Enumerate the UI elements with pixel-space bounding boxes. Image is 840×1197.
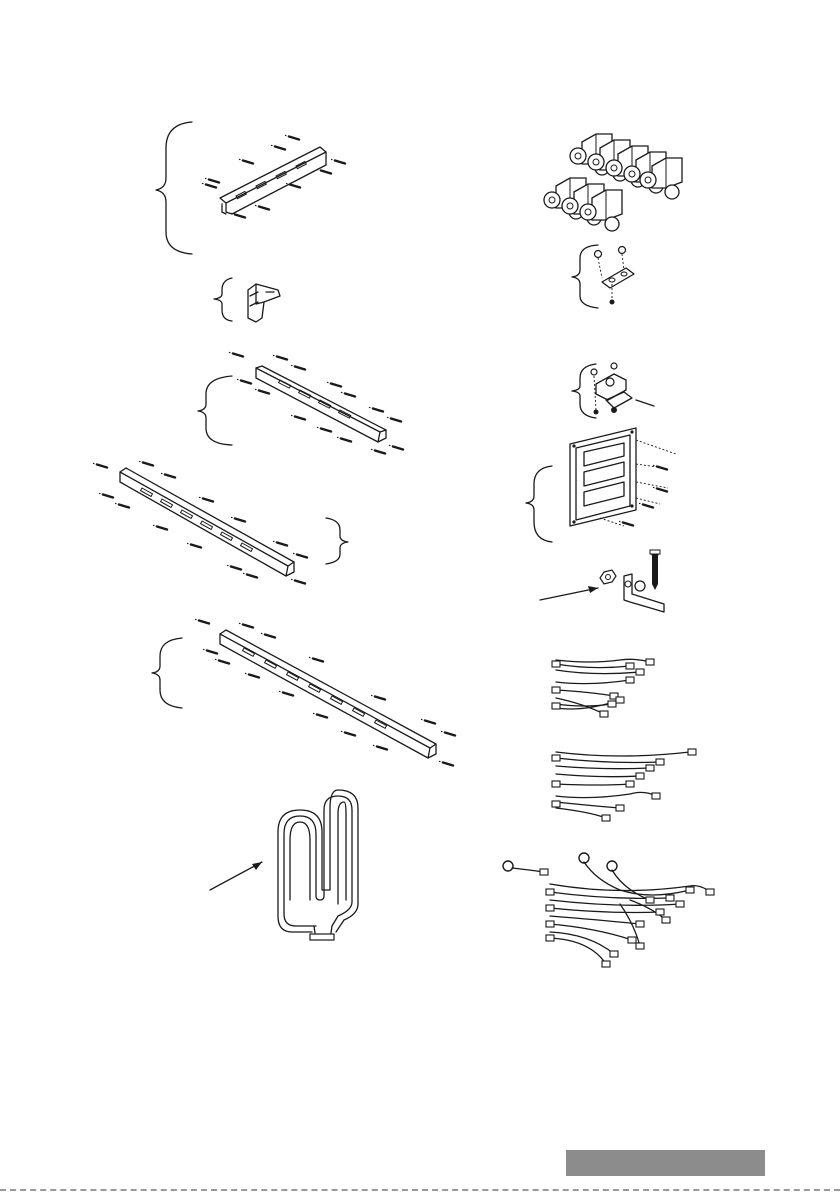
angle-bracket-with-bolt-and-nut — [540, 550, 664, 612]
brace-long-rail-2 — [152, 638, 182, 708]
page-number-bar — [566, 1150, 765, 1176]
brace-grille-plate — [526, 466, 552, 542]
corner-bracket — [214, 278, 280, 322]
brace-long-rail — [326, 518, 348, 564]
brace-medium-rail — [198, 376, 232, 445]
wire-harness-medium — [552, 749, 696, 821]
long-rail-with-screws — [93, 461, 348, 583]
wire-harness-large — [503, 853, 714, 967]
cable-clamp-with-screws — [572, 363, 654, 418]
medium-rail-with-screws — [198, 352, 403, 453]
brace-cable-clamp — [572, 364, 596, 418]
heating-element — [210, 790, 358, 940]
terminal-block-connectors — [544, 134, 682, 231]
grille-plate-with-screws — [526, 428, 676, 542]
trim-line — [0, 1189, 840, 1191]
clamp-plate-with-screws — [572, 245, 634, 308]
long-rail-with-screws-2 — [152, 619, 455, 765]
short-rail-with-screws — [156, 122, 345, 254]
brace-short-rail — [156, 122, 192, 254]
wire-harness-small — [552, 659, 654, 717]
brace-corner-bracket — [214, 278, 232, 321]
